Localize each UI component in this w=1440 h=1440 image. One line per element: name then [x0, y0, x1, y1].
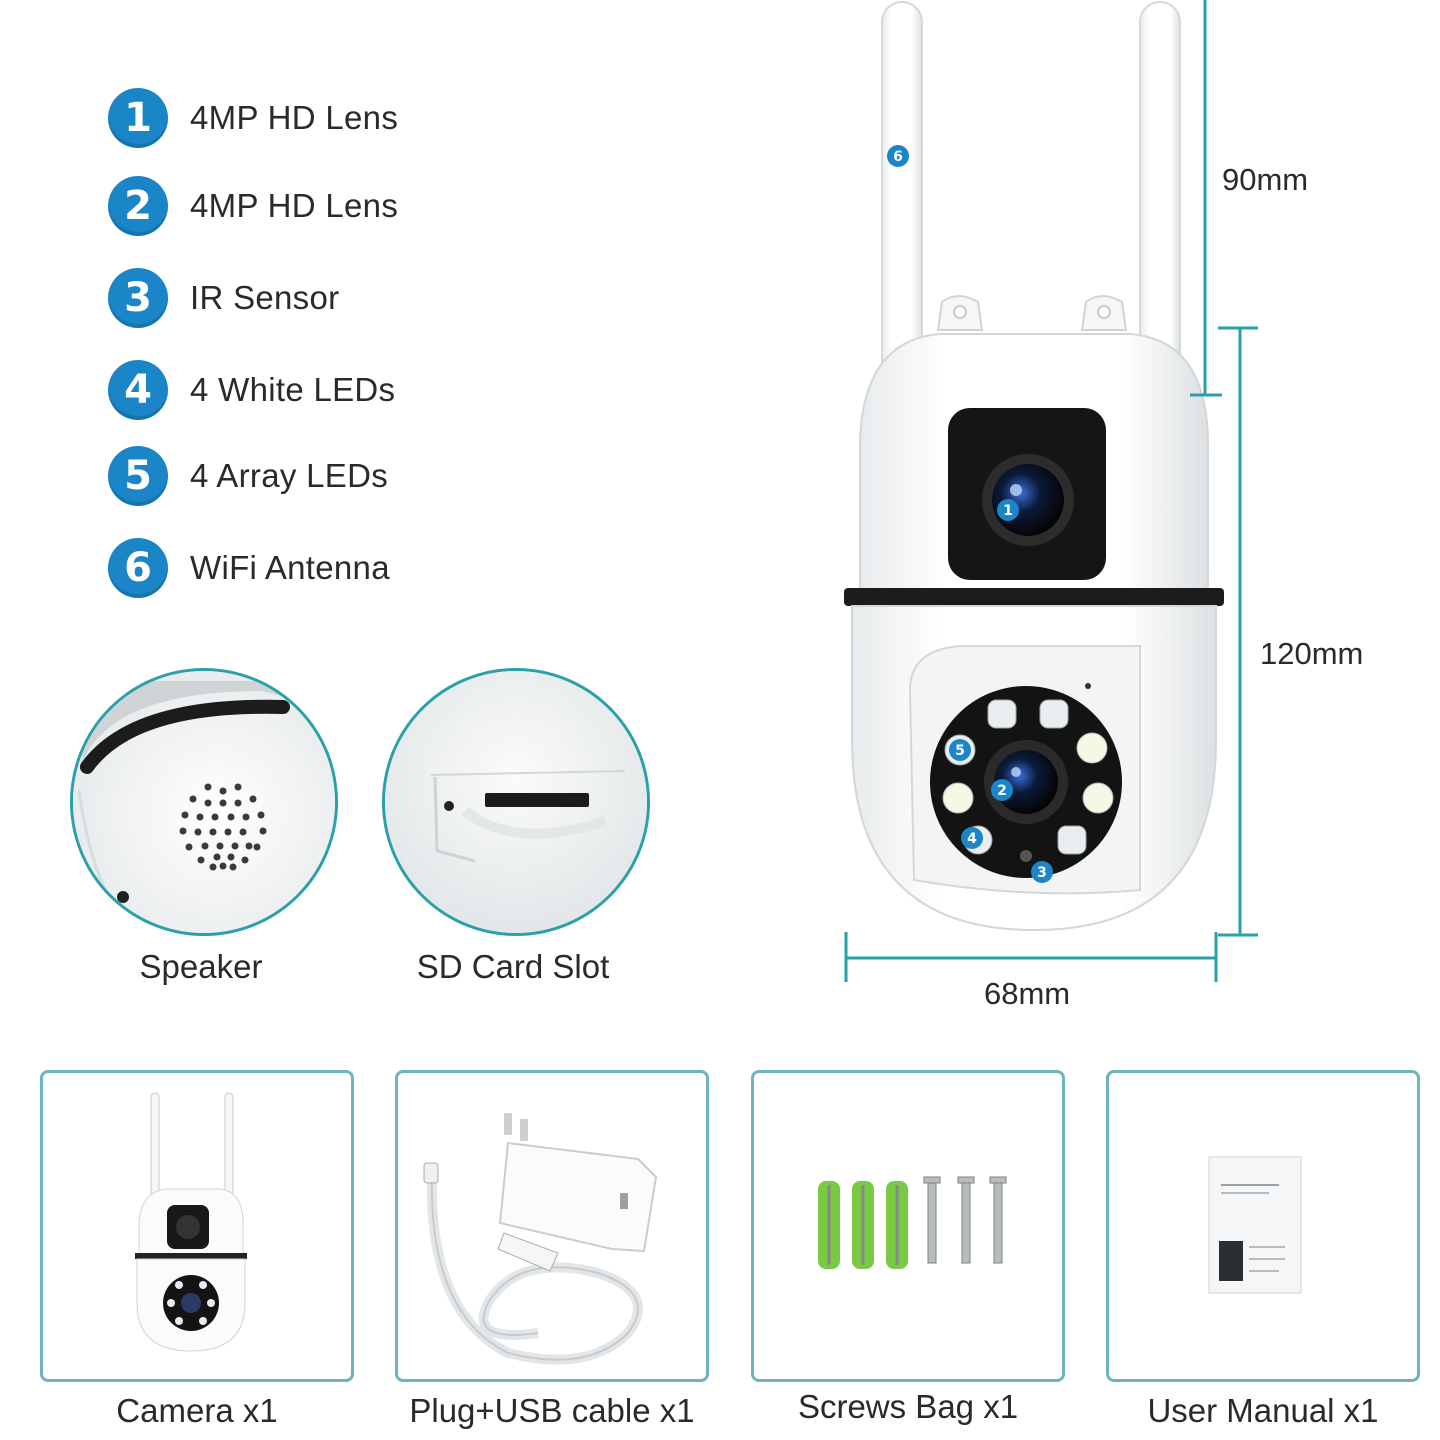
user-manual-icon — [1208, 1156, 1302, 1294]
sd-slot-icon — [485, 793, 589, 807]
feature-item: 2 4MP HD Lens — [108, 176, 398, 236]
feature-label: 4 Array LEDs — [190, 457, 389, 494]
feature-label: 4MP HD Lens — [190, 187, 399, 224]
plug-cable-icon — [423, 1113, 658, 1365]
body-height-label: 120mm — [1260, 636, 1364, 671]
feature-label: WiFi Antenna — [190, 549, 390, 586]
screws-bag-icon — [818, 1176, 1007, 1269]
marker-ir: 3 — [1037, 865, 1047, 881]
marker-antenna: 6 — [893, 149, 903, 165]
sd-card-detail-image — [382, 668, 650, 936]
number-badge: 3 — [108, 268, 168, 328]
lens-2-icon — [994, 750, 1058, 814]
feature-item: 6 WiFi Antenna — [108, 538, 390, 598]
ir-sensor-icon — [1020, 850, 1032, 862]
marker-white-led: 4 — [967, 831, 977, 847]
sd-card-caption: SD Card Slot — [416, 948, 610, 985]
sd-card-illustration — [385, 671, 647, 933]
speaker-caption: Speaker — [139, 948, 263, 985]
camera-illustration: 6 1 2 3 4 5 — [844, 1, 1224, 932]
speaker-detail-image — [70, 668, 338, 936]
package-caption: Camera x1 — [116, 1392, 278, 1429]
number-badge: 5 — [108, 446, 168, 506]
feature-item: 3 IR Sensor — [108, 268, 339, 328]
marker-array-led: 5 — [955, 743, 965, 759]
feature-item: 4 4 White LEDs — [108, 360, 395, 420]
package-caption: User Manual x1 — [1147, 1392, 1379, 1429]
package-item-camera — [40, 1070, 354, 1382]
antenna-length-label: 90mm — [1222, 162, 1309, 197]
package-caption: Plug+USB cable x1 — [409, 1392, 695, 1429]
package-item-plug-cable — [395, 1070, 709, 1382]
camera-thumbnail-icon — [135, 1092, 247, 1352]
package-caption: Screws Bag x1 — [797, 1388, 1019, 1425]
feature-label: IR Sensor — [190, 279, 340, 316]
speaker-illustration — [73, 671, 335, 933]
dimension-lines — [844, 0, 1258, 982]
number-badge: 6 — [108, 538, 168, 598]
number-badge: 2 — [108, 176, 168, 236]
feature-item: 1 4MP HD Lens — [108, 88, 398, 148]
package-item-manual — [1106, 1070, 1420, 1382]
number-badge: 1 — [108, 88, 168, 148]
body-width-label: 68mm — [984, 976, 1071, 1011]
feature-label: 4 White LEDs — [190, 371, 396, 408]
speaker-grille-icon — [179, 783, 267, 871]
marker-lens-2: 2 — [997, 783, 1007, 799]
feature-item: 5 4 Array LEDs — [108, 446, 388, 506]
marker-lens-1: 1 — [1003, 503, 1013, 519]
feature-label: 4MP HD Lens — [190, 99, 399, 136]
number-badge: 4 — [108, 360, 168, 420]
package-item-screws — [751, 1070, 1065, 1382]
